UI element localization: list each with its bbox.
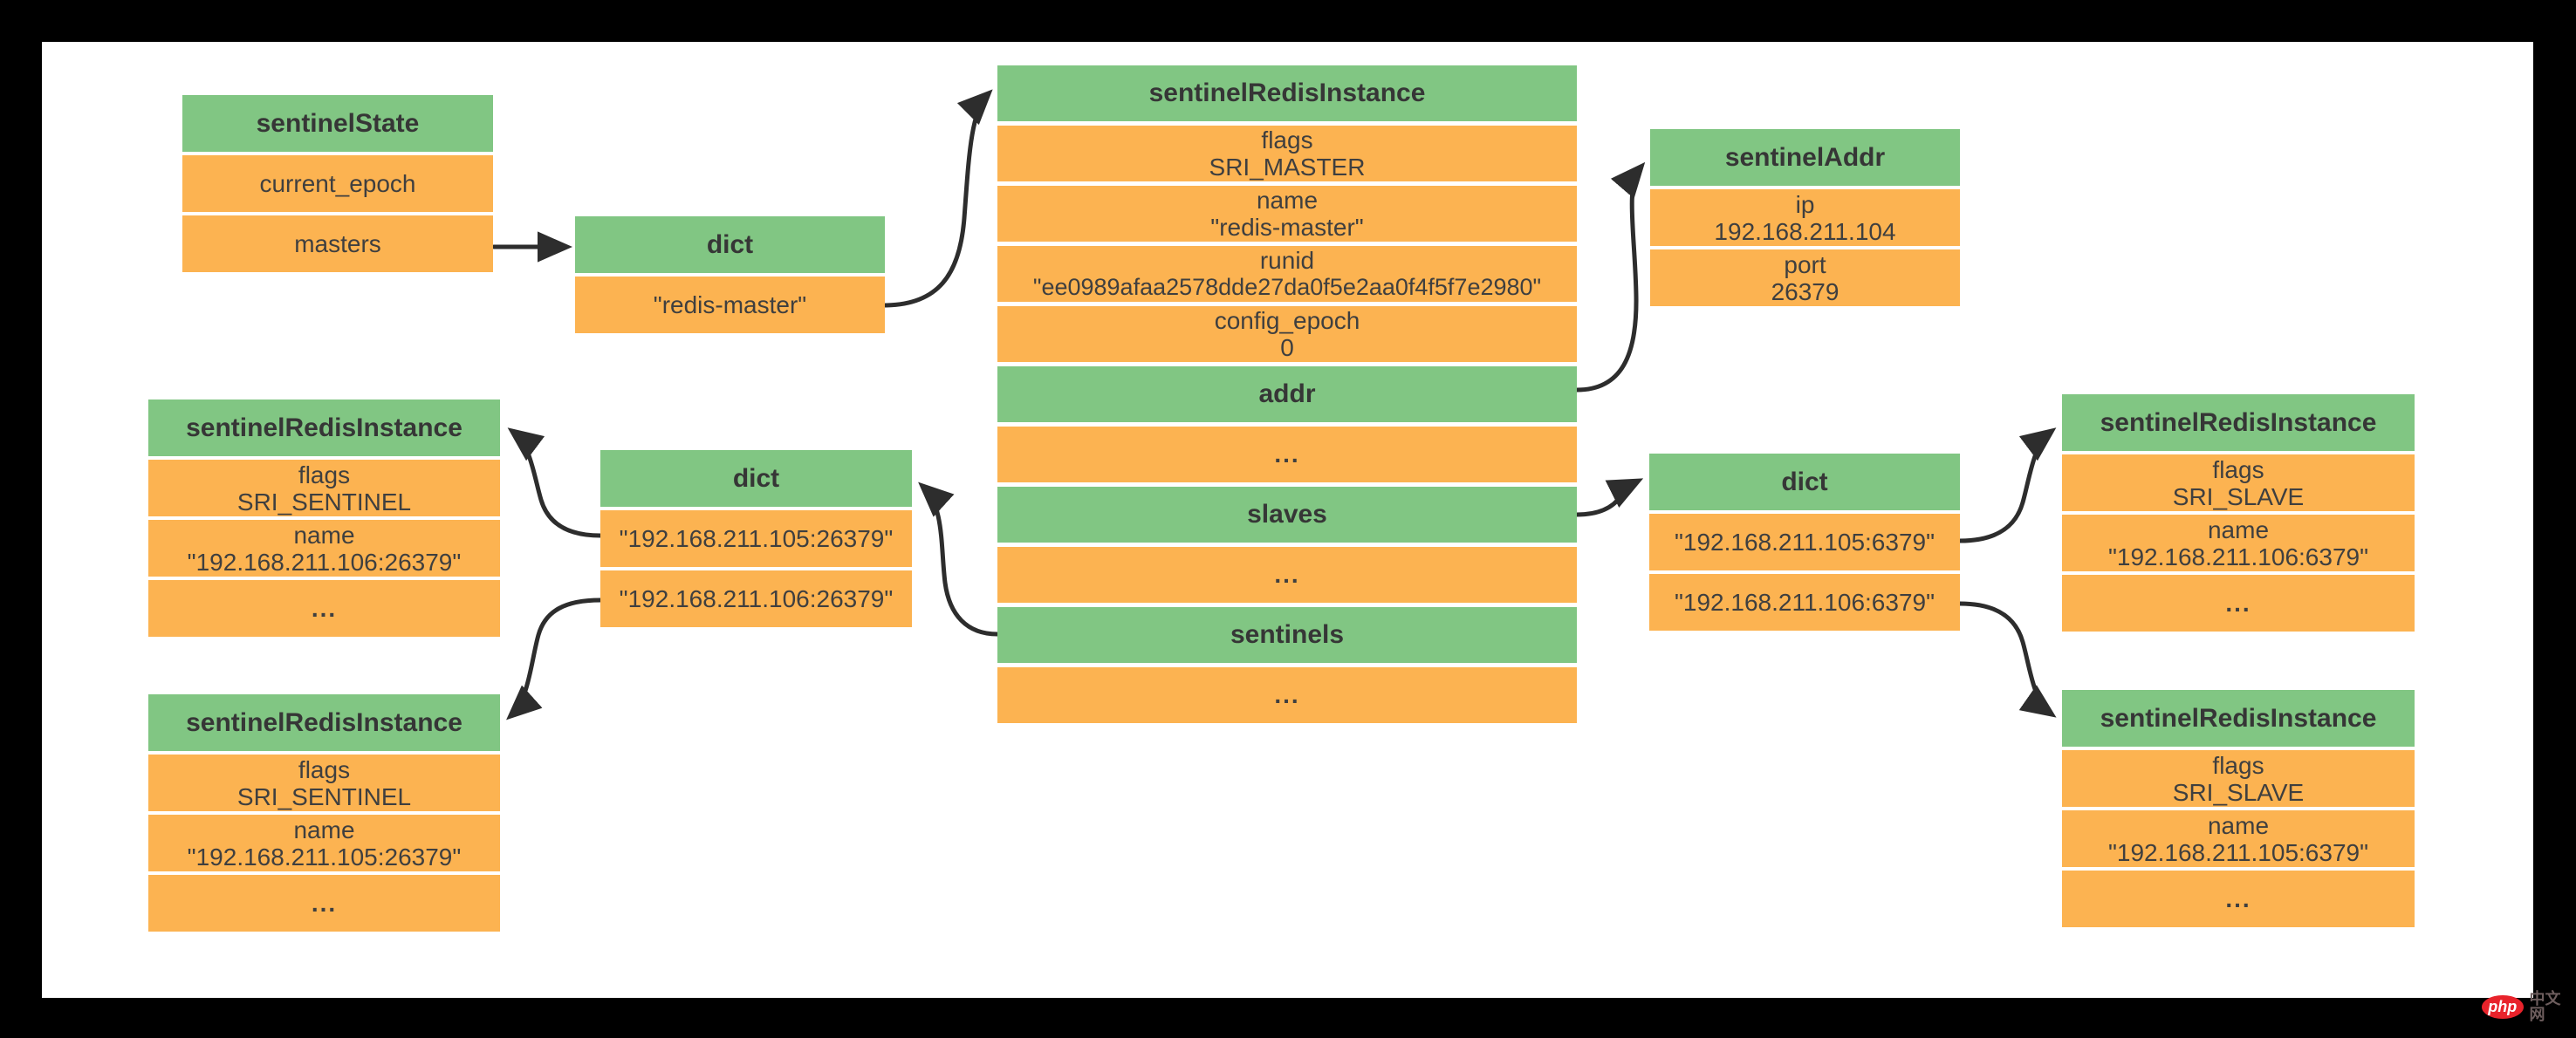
ip-value: 192.168.211.104 — [1714, 217, 1896, 245]
runid-label: runid — [1259, 247, 1315, 274]
current-epoch-row: current_epoch — [182, 155, 493, 212]
flags-label: flags — [1261, 126, 1313, 154]
dict-sentinels-title: dict — [600, 450, 912, 507]
master-name-row: name "redis-master" — [997, 186, 1577, 242]
watermark-text: 中文网 — [2529, 990, 2561, 1023]
flags-value: SRI_SENTINEL — [236, 782, 412, 810]
master-config-epoch-row: config_epoch 0 — [997, 306, 1577, 362]
ip-row: ip 192.168.211.104 — [1650, 189, 1960, 246]
name-value: "192.168.211.105:6379" — [2107, 838, 2369, 866]
slave-105-name-row: name "192.168.211.105:6379" — [2062, 810, 2415, 867]
runid-value: "ee0989afaa2578dde27da0f5e2aa0f4f5f7e298… — [1032, 274, 1542, 300]
dict-slaves-row-1: "192.168.211.105:6379" — [1649, 514, 1960, 570]
name-label: name — [2207, 516, 2270, 543]
port-value: 26379 — [1771, 277, 1840, 305]
sentinel-addr-title: sentinelAddr — [1650, 129, 1960, 186]
slave-instance-105-title: sentinelRedisInstance — [2062, 690, 2415, 747]
sentinel-106-flags-row: flags SRI_SENTINEL — [148, 460, 500, 516]
flags-label: flags — [2212, 751, 2264, 779]
dict-slaves-title: dict — [1649, 454, 1960, 510]
dict-sentinels-row-2: "192.168.211.106:26379" — [600, 570, 912, 627]
config-epoch-label: config_epoch — [1214, 307, 1360, 334]
flags-value: SRI_SLAVE — [2172, 778, 2305, 806]
slave-105-ellipsis-row: ... — [2062, 871, 2415, 927]
sentinels-section-header: sentinels — [997, 607, 1577, 663]
master-flags-row: flags SRI_MASTER — [997, 126, 1577, 181]
dict-slaves-box: dict "192.168.211.105:6379" "192.168.211… — [1649, 454, 1960, 631]
config-epoch-value: 0 — [1280, 334, 1294, 361]
slave-106-name-row: name "192.168.211.106:6379" — [2062, 515, 2415, 571]
dict-slaves-row-2: "192.168.211.106:6379" — [1649, 574, 1960, 631]
slaves-ellipsis-row: ... — [997, 547, 1577, 603]
name-value: "redis-master" — [1210, 214, 1364, 241]
slave-105-flags-row: flags SRI_SLAVE — [2062, 750, 2415, 807]
sentinel-state-box: sentinelState current_epoch masters — [182, 95, 493, 272]
sentinel-addr-box: sentinelAddr ip 192.168.211.104 port 263… — [1650, 129, 1960, 306]
name-label: name — [293, 816, 355, 843]
name-value: "192.168.211.106:26379" — [187, 548, 462, 576]
sentinel-106-ellipsis-row: ... — [148, 580, 500, 637]
name-value: "192.168.211.105:26379" — [187, 843, 462, 871]
dict-sentinels-box: dict "192.168.211.105:26379" "192.168.21… — [600, 450, 912, 627]
flags-value: SRI_SLAVE — [2172, 482, 2305, 510]
flags-value: SRI_SENTINEL — [236, 488, 412, 516]
sentinel-105-ellipsis-row: ... — [148, 875, 500, 932]
sentinel-instance-105-title: sentinelRedisInstance — [148, 694, 500, 751]
port-row: port 26379 — [1650, 249, 1960, 306]
flags-label: flags — [2212, 455, 2264, 483]
sentinel-instance-106-box: sentinelRedisInstance flags SRI_SENTINEL… — [148, 399, 500, 637]
sentinels-ellipsis-row: ... — [997, 667, 1577, 723]
sentinel-instance-105-box: sentinelRedisInstance flags SRI_SENTINEL… — [148, 694, 500, 932]
slave-106-ellipsis-row: ... — [2062, 575, 2415, 632]
slaves-section-header: slaves — [997, 487, 1577, 543]
slave-106-flags-row: flags SRI_SLAVE — [2062, 454, 2415, 511]
php-logo-icon: php — [2482, 994, 2524, 1019]
slave-instance-105-box: sentinelRedisInstance flags SRI_SLAVE na… — [2062, 690, 2415, 927]
flags-label: flags — [298, 755, 351, 783]
sentinel-105-name-row: name "192.168.211.105:26379" — [148, 815, 500, 871]
sentinel-106-name-row: name "192.168.211.106:26379" — [148, 520, 500, 577]
masters-row: masters — [182, 215, 493, 272]
master-instance-box: sentinelRedisInstance flags SRI_MASTER n… — [997, 65, 1577, 727]
watermark: php 中文网 — [2482, 991, 2576, 1022]
slave-instance-106-title: sentinelRedisInstance — [2062, 394, 2415, 451]
dict-masters-key-row: "redis-master" — [575, 277, 885, 333]
dict-masters-box: dict "redis-master" — [575, 216, 885, 333]
addr-section-header: addr — [997, 366, 1577, 422]
sentinel-105-flags-row: flags SRI_SENTINEL — [148, 755, 500, 811]
name-value: "192.168.211.106:6379" — [2107, 543, 2369, 570]
ip-label: ip — [1795, 190, 1815, 218]
port-label: port — [1784, 250, 1826, 278]
name-label: name — [1256, 187, 1319, 214]
name-label: name — [293, 521, 355, 549]
addr-ellipsis-row: ... — [997, 427, 1577, 482]
master-runid-row: runid "ee0989afaa2578dde27da0f5e2aa0f4f5… — [997, 246, 1577, 302]
dict-sentinels-row-1: "192.168.211.105:26379" — [600, 510, 912, 567]
flags-value: SRI_MASTER — [1209, 154, 1366, 181]
master-instance-title: sentinelRedisInstance — [997, 65, 1577, 121]
dict-masters-title: dict — [575, 216, 885, 273]
slave-instance-106-box: sentinelRedisInstance flags SRI_SLAVE na… — [2062, 394, 2415, 632]
flags-label: flags — [298, 461, 351, 488]
sentinel-state-title: sentinelState — [182, 95, 493, 152]
sentinel-instance-106-title: sentinelRedisInstance — [148, 399, 500, 456]
name-label: name — [2207, 811, 2270, 839]
